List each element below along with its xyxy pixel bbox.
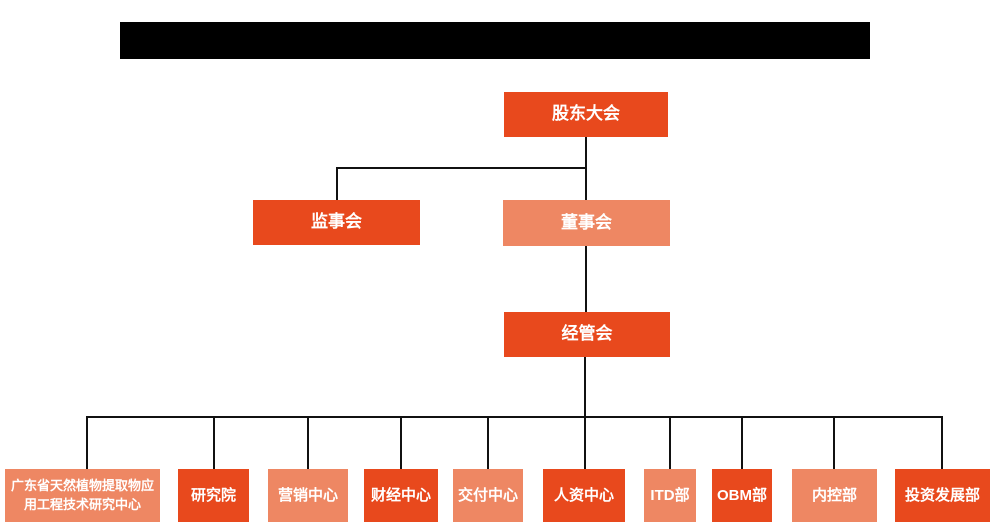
redacted-title-bar	[120, 22, 870, 59]
org-node-research-center: 广东省天然植物提取物应用工程技术研究中心	[5, 469, 160, 522]
org-node-supervisors: 监事会	[253, 200, 420, 245]
org-node-directors: 董事会	[503, 200, 670, 246]
org-node-hr-center: 人资中心	[543, 469, 625, 522]
org-node-shareholders: 股东大会	[504, 92, 668, 137]
org-node-research-institute: 研究院	[178, 469, 249, 522]
org-node-delivery-center: 交付中心	[453, 469, 523, 522]
org-node-investment-dev-dept: 投资发展部	[895, 469, 990, 522]
org-node-obm-dept: OBM部	[712, 469, 772, 522]
org-node-marketing-center: 营销中心	[268, 469, 348, 522]
org-node-management: 经管会	[504, 312, 670, 357]
org-node-itd-dept: ITD部	[644, 469, 696, 522]
org-node-internal-control-dept: 内控部	[792, 469, 877, 522]
org-node-finance-center: 财经中心	[364, 469, 438, 522]
